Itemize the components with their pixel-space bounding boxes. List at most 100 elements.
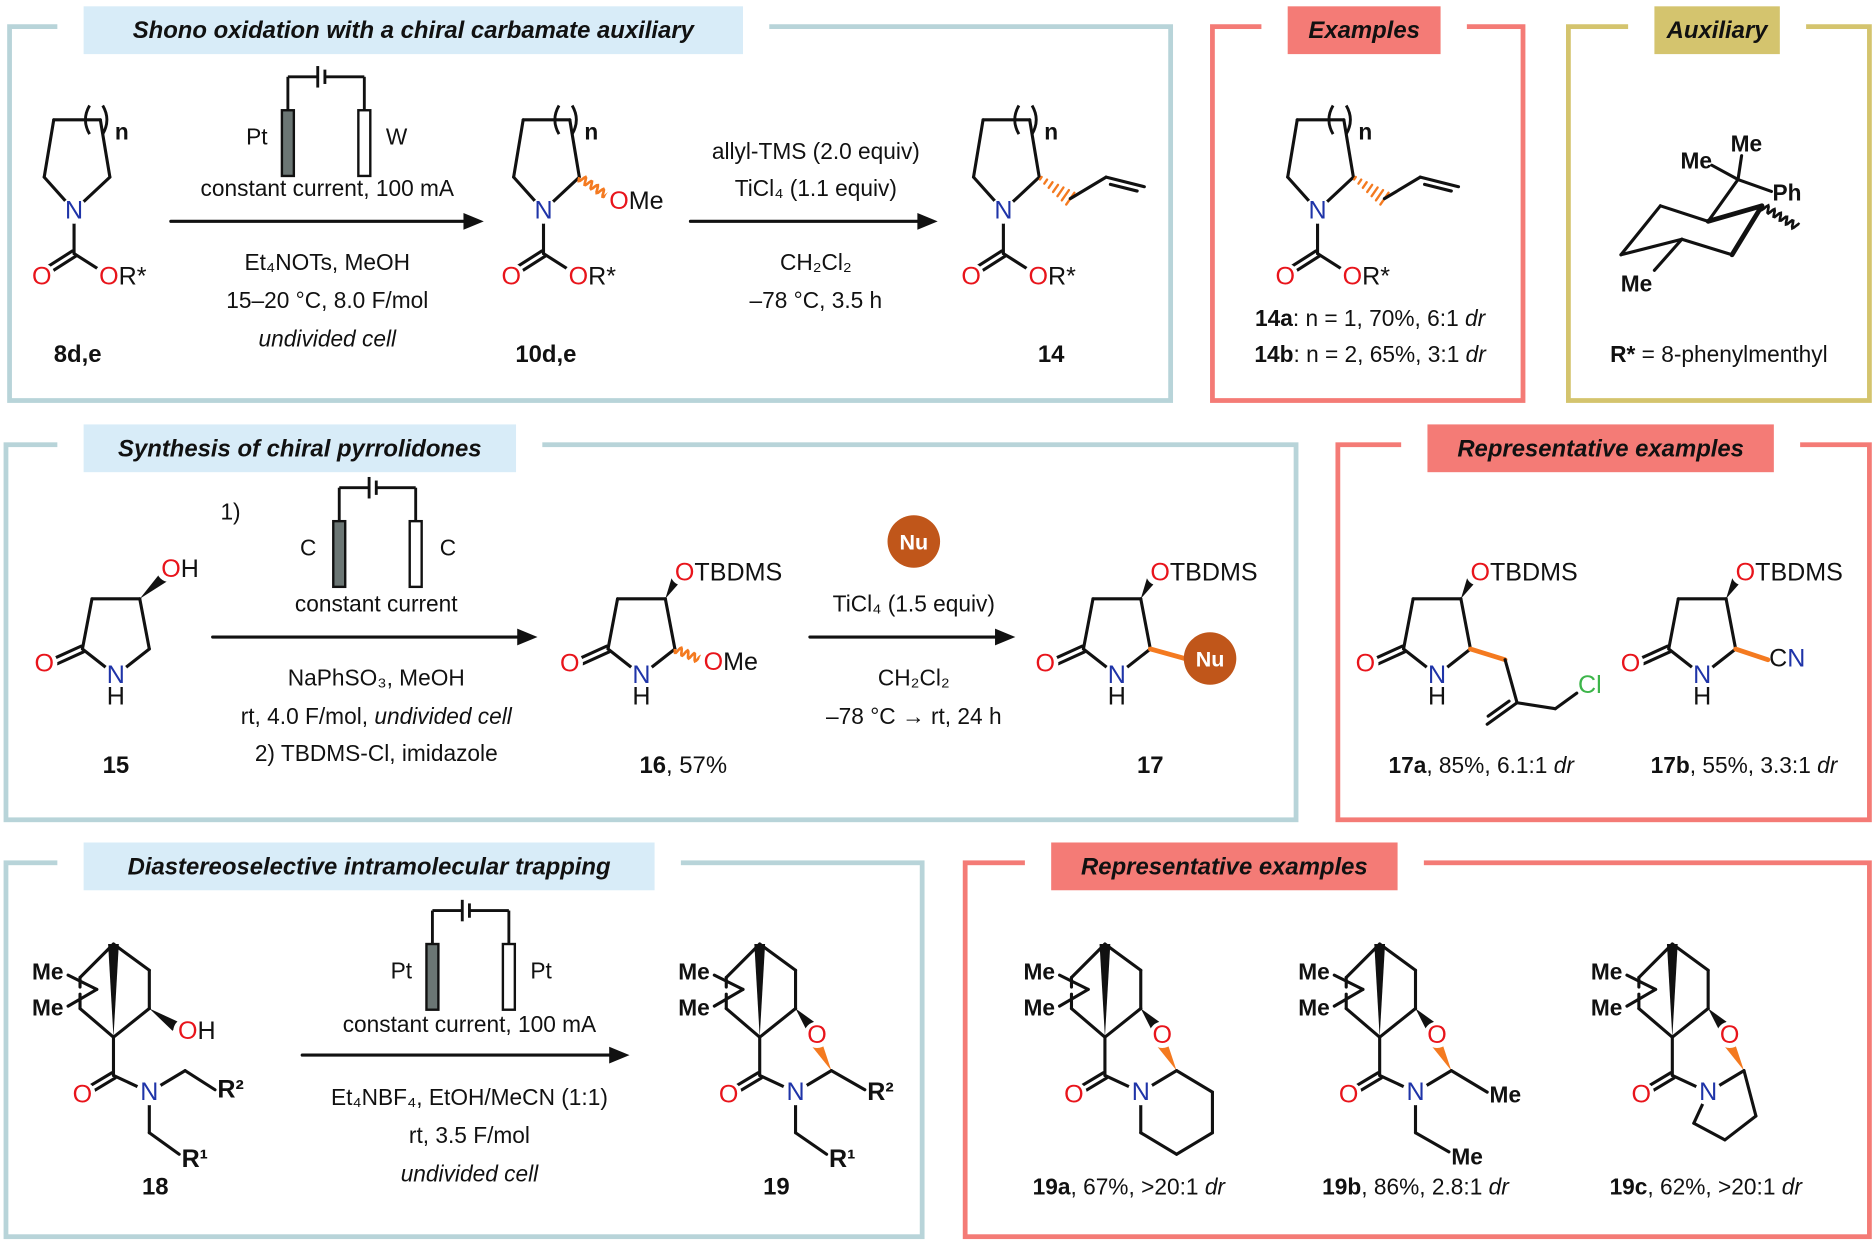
- bond: [1081, 597, 1095, 651]
- atom-label: O: [1621, 649, 1641, 677]
- atom-label: N: [632, 661, 650, 689]
- reaction-arrow-head: [463, 212, 484, 230]
- label-part: Representative examples: [1081, 853, 1368, 880]
- label-part: O: [1632, 1081, 1652, 1109]
- label-part: = 8-phenylmenthyl: [1635, 341, 1827, 367]
- label-part: O: [1064, 1081, 1084, 1109]
- label-part: : n = 1, 70%, 6:1: [1293, 305, 1465, 331]
- bond: [1103, 1006, 1143, 1039]
- label-backdrop: [1304, 197, 1331, 224]
- label-part: NaPhSO₃, MeOH: [288, 665, 465, 691]
- bond: [1001, 252, 1032, 272]
- label-part: dr: [1554, 752, 1576, 778]
- label-part: R*: [1362, 262, 1390, 290]
- label-part: O: [569, 262, 589, 290]
- label-part: dr: [1205, 1174, 1227, 1200]
- label-backdrop: [1617, 650, 1644, 677]
- carbonyl-bond: [44, 249, 74, 270]
- bond: [78, 942, 116, 980]
- label-part: O: [161, 555, 181, 583]
- label-part: R²: [867, 1078, 893, 1106]
- atom-label: O: [1153, 1021, 1173, 1049]
- bond: [1692, 1121, 1727, 1142]
- carbonyl-bond: [1355, 1076, 1383, 1094]
- label-part: H: [181, 555, 199, 583]
- atom-label: N: [1699, 1078, 1717, 1106]
- bond: [512, 118, 525, 179]
- nucleophile-badge: [887, 515, 941, 568]
- ring-size-label: n: [1358, 119, 1372, 145]
- atom-label: Me: [1298, 994, 1330, 1020]
- atom-label: Me: [1490, 1082, 1522, 1108]
- atom-label: O: [1035, 649, 1055, 677]
- label-part: N: [1132, 1078, 1150, 1106]
- label-part: O: [719, 1081, 739, 1109]
- label-part: O: [1276, 262, 1296, 290]
- label-backdrop: [1127, 1078, 1154, 1106]
- label-backdrop: [1023, 263, 1050, 290]
- atom-label: O: [1356, 649, 1376, 677]
- hashed-bond: [1056, 186, 1065, 198]
- examples3-panel-title-box: [1051, 842, 1398, 891]
- label-backdrop: [1465, 559, 1492, 586]
- label-part: O: [1720, 1021, 1740, 1049]
- atom-label: N: [107, 661, 125, 689]
- bond: [1028, 118, 1041, 179]
- bond: [1332, 973, 1365, 991]
- anode-electrode: [280, 109, 296, 178]
- wedge-bond: [1140, 1008, 1160, 1029]
- atom-label: O: [807, 1021, 827, 1049]
- label-part: H: [1693, 683, 1711, 711]
- label-backdrop: [628, 662, 655, 689]
- shono-panel-title: Shono oxidation with a chiral carbamate …: [133, 17, 696, 44]
- label-part: Me: [1490, 1082, 1522, 1108]
- label-part: dr: [1466, 341, 1488, 367]
- atom-label: Me: [1023, 958, 1055, 984]
- atom-label: O: [1064, 1081, 1084, 1109]
- anode-label: Pt: [246, 124, 268, 150]
- carbonyl-bond: [53, 644, 83, 660]
- carbonyl-bond: [1352, 1071, 1380, 1089]
- label-part: 16: [639, 751, 666, 778]
- wedge-bond: [812, 1041, 832, 1071]
- hashed-bond: [1374, 188, 1385, 202]
- atom-label: R²: [867, 1078, 893, 1106]
- label-part: O: [178, 1017, 198, 1045]
- bond: [541, 252, 572, 272]
- condition-text: constant current, 100 mA: [343, 1011, 597, 1037]
- label-backdrop: [1695, 1078, 1722, 1106]
- bond: [1736, 154, 1744, 182]
- label-part: H: [107, 683, 125, 711]
- cathode-electrode: [501, 942, 517, 1011]
- compound-label: 17: [1137, 751, 1164, 778]
- atom-label: R¹: [182, 1145, 208, 1173]
- label-part: N: [1108, 661, 1126, 689]
- atom-label: Me: [32, 958, 64, 984]
- label-backdrop: [563, 263, 591, 290]
- label-backdrop: [1149, 1021, 1176, 1048]
- label-part: R*: [119, 262, 147, 290]
- label-part: N: [65, 197, 83, 225]
- label-part: 15: [103, 751, 130, 778]
- label-part: N: [107, 661, 125, 689]
- condition-text: TiCl₄ (1.1 equiv): [735, 175, 897, 201]
- label-part: O: [1470, 559, 1490, 587]
- pyrrolidones-panel-frame: [3, 442, 1299, 823]
- hashed-bond: [1352, 175, 1357, 181]
- atom-label: OH: [161, 555, 199, 583]
- label-backdrop: [173, 1018, 200, 1045]
- ring-size-label: n: [115, 119, 129, 145]
- atom-label: N: [140, 1078, 158, 1106]
- bond: [1742, 1069, 1758, 1118]
- bond: [1485, 701, 1519, 726]
- label-backdrop: [1628, 1081, 1655, 1108]
- label-part: rt, 4.0 F/mol,: [241, 703, 375, 729]
- label-part: Examples: [1308, 17, 1419, 44]
- bond: [1286, 118, 1299, 179]
- anode-label: C: [300, 534, 316, 560]
- label-part: R*: [1048, 262, 1076, 290]
- pyrrolidones-panel-title: Synthesis of chiral pyrrolidones: [118, 435, 482, 462]
- wavy-bond: [1759, 203, 1801, 231]
- carbonyl-bond: [581, 650, 611, 666]
- example-caption: 19a, 67%, >20:1 dr: [1033, 1174, 1227, 1200]
